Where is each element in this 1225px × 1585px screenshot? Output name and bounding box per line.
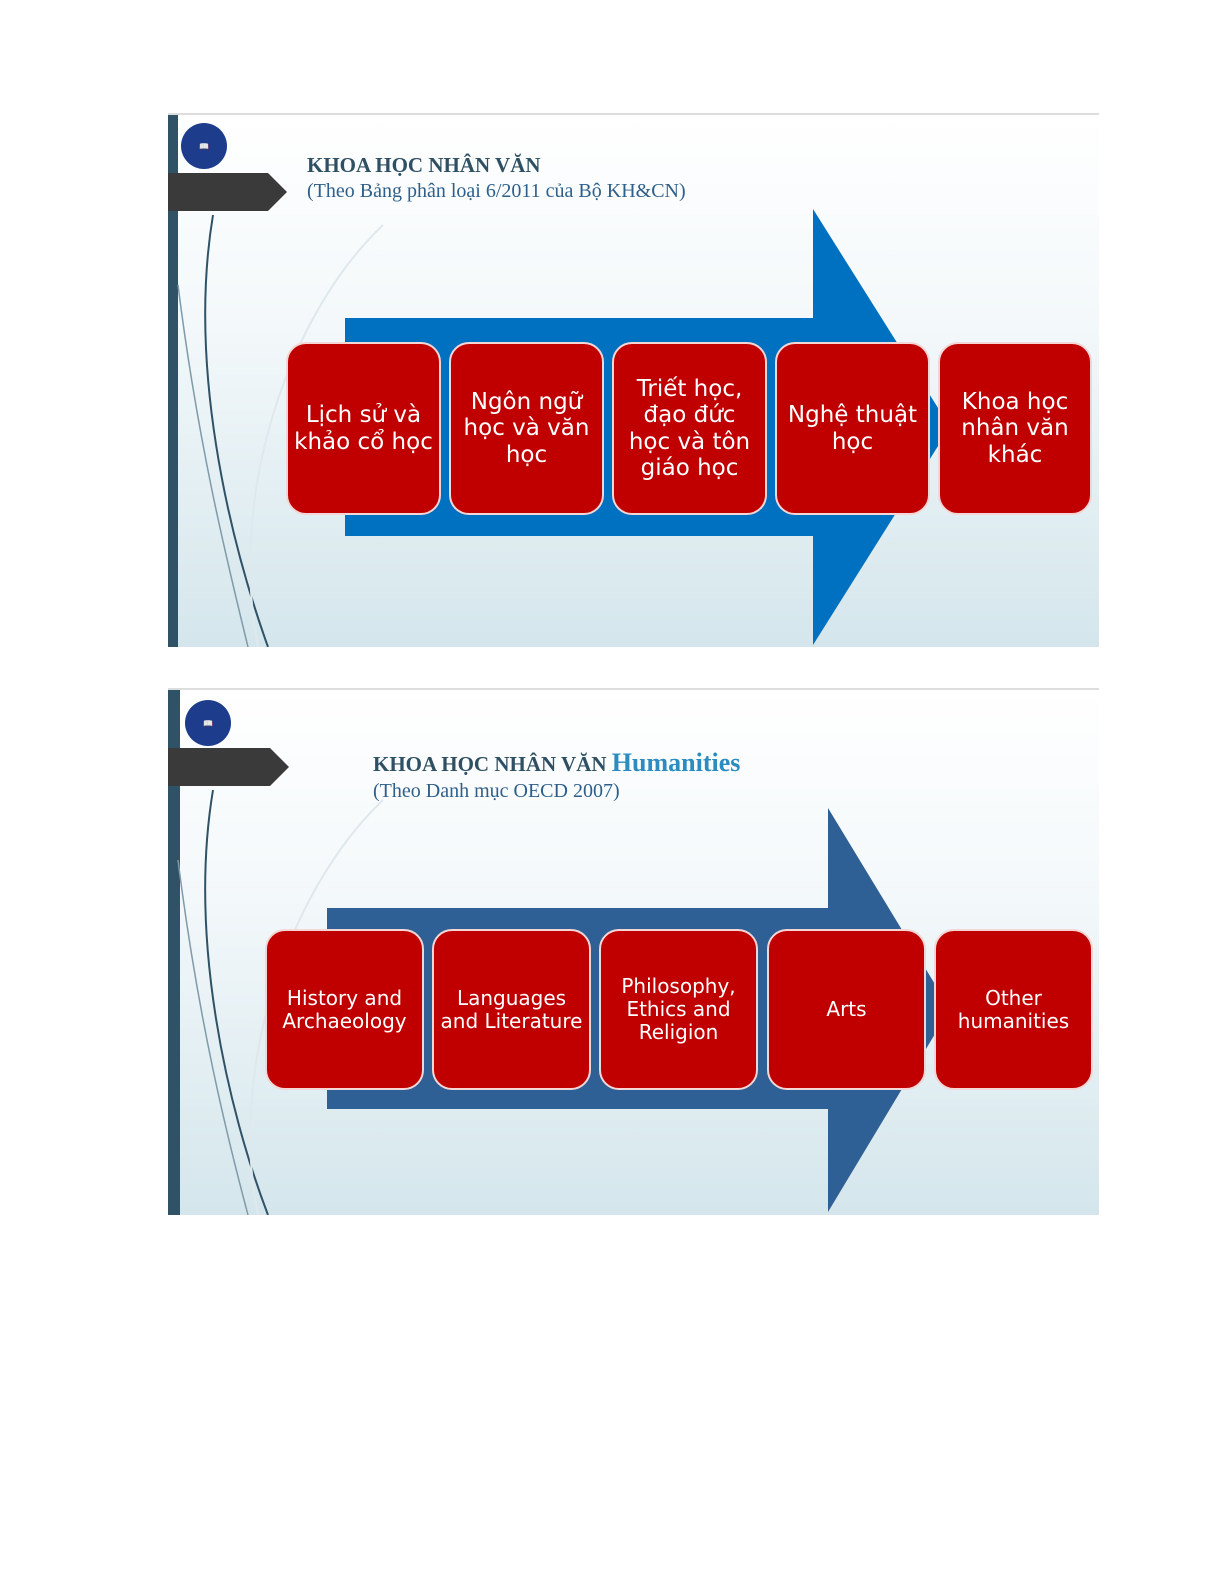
category-box: Khoa học nhân văn khác (938, 342, 1092, 515)
category-box: History and Archaeology (265, 929, 424, 1090)
category-box: Other humanities (934, 929, 1093, 1090)
category-box: Languages and Literature (432, 929, 591, 1090)
university-logo-icon: 📖 (181, 123, 227, 169)
category-box: Ngôn ngữ học và văn học (449, 342, 604, 515)
slide-title: KHOA HỌC NHÂN VĂN (307, 153, 541, 177)
slide-title: KHOA HỌC NHÂN VĂN Humanities (373, 748, 740, 778)
header-tab-shape (168, 173, 287, 211)
category-box: Arts (767, 929, 926, 1090)
category-box: Nghệ thuật học (775, 342, 930, 515)
header-tab-shape (168, 748, 289, 786)
slide-2: 📖 KHOA HỌC NHÂN VĂN Humanities (Theo Dan… (168, 688, 1099, 1215)
slide-1: 📖 KHOA HỌC NHÂN VĂN (Theo Bảng phân loại… (168, 113, 1099, 647)
title-en: Humanities (611, 748, 741, 777)
slide-subtitle: (Theo Danh mục OECD 2007) (373, 780, 620, 802)
category-box: Philosophy, Ethics and Religion (599, 929, 758, 1090)
category-box: Lịch sử và khảo cổ học (286, 342, 441, 515)
category-box: Triết học, đạo đức học và tôn giáo học (612, 342, 767, 515)
title-vi: KHOA HỌC NHÂN VĂN (373, 752, 607, 776)
slide-subtitle: (Theo Bảng phân loại 6/2011 của Bộ KH&CN… (307, 180, 686, 202)
university-logo-icon: 📖 (185, 700, 231, 746)
